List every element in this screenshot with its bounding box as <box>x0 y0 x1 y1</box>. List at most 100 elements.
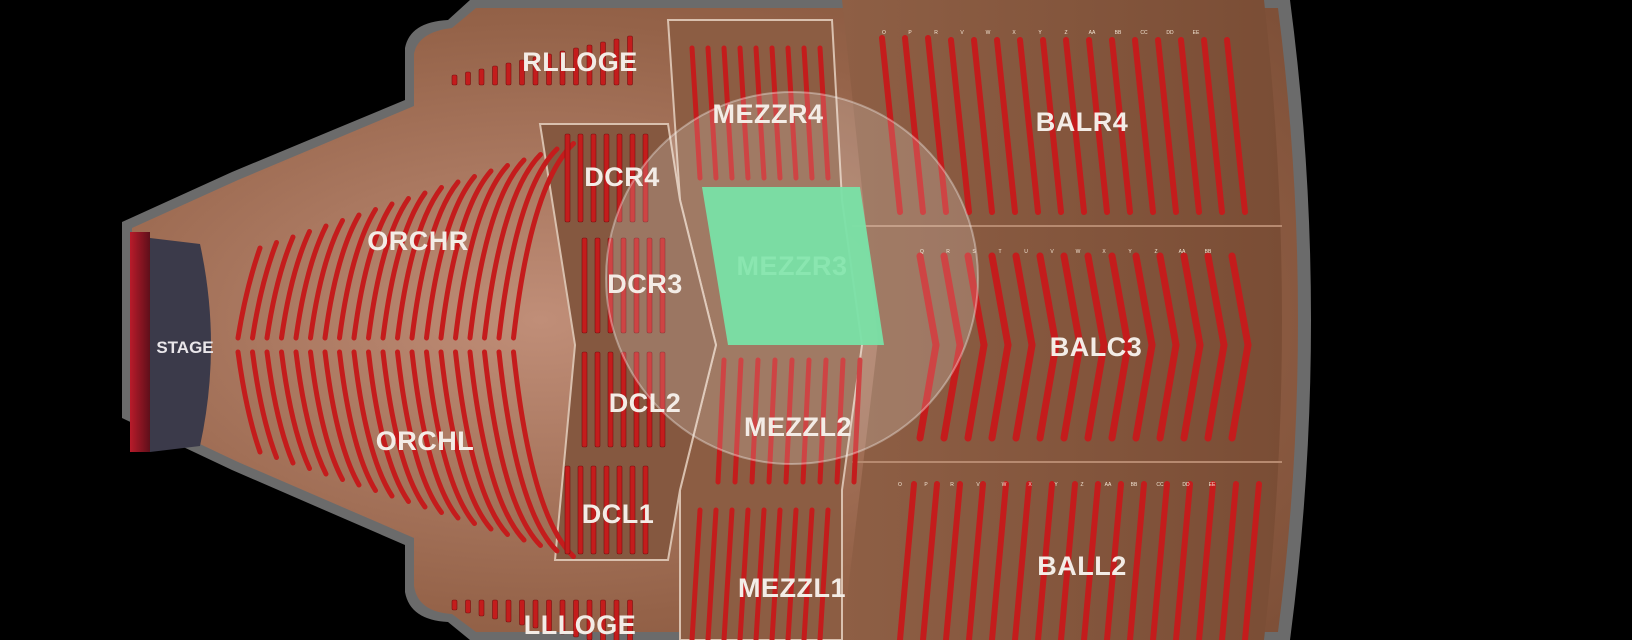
seat-row-balc3[interactable] <box>1228 252 1252 349</box>
seat-row-orchr[interactable] <box>264 234 296 341</box>
seat-row-orchr[interactable] <box>496 146 560 341</box>
seat-row-balc3[interactable] <box>1228 341 1252 442</box>
seat-row-balr4[interactable] <box>925 35 949 215</box>
seat-row-dcr3[interactable] <box>646 237 653 334</box>
seat-row-orchl[interactable] <box>496 349 560 554</box>
seat-row-orchl[interactable] <box>308 349 345 482</box>
seat-row-mezzl1[interactable] <box>737 507 751 640</box>
seat-row-mezzr4[interactable] <box>753 45 767 181</box>
seat-row-balc3[interactable] <box>1108 252 1132 349</box>
seat-row-mezzl2[interactable] <box>749 357 761 485</box>
seat-row-balc3[interactable] <box>1084 341 1108 442</box>
seat-row-dcr3[interactable] <box>581 237 588 334</box>
seat-row-ball2[interactable] <box>989 481 1009 640</box>
seat-row-ball2[interactable] <box>1058 481 1078 640</box>
seat-row-dcl1[interactable] <box>642 465 649 555</box>
seat-row-balr4[interactable] <box>879 35 903 215</box>
seat-row-orchl[interactable] <box>235 349 263 455</box>
seat-row-ball2[interactable] <box>1035 481 1055 640</box>
seat-row-orchl[interactable] <box>264 349 296 466</box>
seat-row-mezzr4[interactable] <box>769 45 783 181</box>
seat-row-llloge[interactable] <box>492 599 498 620</box>
seat-row-mezzl1[interactable] <box>753 507 767 640</box>
seat-row-orchl[interactable] <box>453 349 510 537</box>
seat-row-dcr4[interactable] <box>629 133 636 223</box>
seat-row-llloge[interactable] <box>465 599 471 614</box>
seat-row-ball2[interactable] <box>943 481 963 640</box>
seat-row-dcl1[interactable] <box>629 465 636 555</box>
seat-row-ball2[interactable] <box>1196 481 1216 640</box>
seat-row-mezzl1[interactable] <box>785 507 799 640</box>
seat-row-mezzr4[interactable] <box>689 45 703 181</box>
seat-row-orchr[interactable] <box>250 240 279 341</box>
seat-row-rlloge[interactable] <box>505 62 512 86</box>
seat-row-balc3[interactable] <box>1156 341 1180 442</box>
seat-row-mezzr4[interactable] <box>801 45 815 181</box>
seat-row-dcr3[interactable] <box>659 237 666 334</box>
seat-row-balc3[interactable] <box>1012 252 1036 349</box>
seat-row-orchr[interactable] <box>293 223 329 341</box>
seat-row-rlloge[interactable] <box>586 44 593 86</box>
seat-row-balc3[interactable] <box>1036 252 1060 349</box>
seat-row-balc3[interactable] <box>988 252 1012 349</box>
seat-row-balc3[interactable] <box>1060 341 1084 442</box>
seat-row-llloge[interactable] <box>613 599 620 640</box>
seat-row-dcr3[interactable] <box>633 237 640 334</box>
seat-row-balr4[interactable] <box>1155 37 1179 215</box>
seat-row-rlloge[interactable] <box>532 56 539 86</box>
seat-row-rlloge[interactable] <box>492 65 498 86</box>
seat-row-mezzl1[interactable] <box>705 507 719 640</box>
seat-row-mezzl2[interactable] <box>817 357 829 485</box>
seat-row-ball2[interactable] <box>1150 481 1170 640</box>
seat-row-orchr[interactable] <box>235 245 263 341</box>
seat-row-llloge[interactable] <box>573 599 579 638</box>
seat-row-ball2[interactable] <box>897 481 917 640</box>
seat-row-llloge[interactable] <box>600 599 606 640</box>
seat-row-rlloge[interactable] <box>478 68 485 86</box>
seat-row-dcl1[interactable] <box>603 465 610 555</box>
seat-row-orchr[interactable] <box>453 163 510 341</box>
seat-row-llloge[interactable] <box>519 599 525 626</box>
seat-row-mezzl1[interactable] <box>801 507 815 640</box>
seat-row-balr4[interactable] <box>971 37 995 215</box>
seat-row-ball2[interactable] <box>1081 481 1101 640</box>
seat-row-orchl[interactable] <box>250 349 279 460</box>
seat-row-rlloge[interactable] <box>600 41 606 86</box>
seat-row-balc3[interactable] <box>1204 341 1228 442</box>
seat-row-orchl[interactable] <box>351 349 395 499</box>
seat-row-orchr[interactable] <box>279 229 312 341</box>
seat-row-orchr[interactable] <box>511 141 576 341</box>
seat-row-orchr[interactable] <box>438 168 494 341</box>
seat-row-mezzl1[interactable] <box>817 507 831 640</box>
seat-row-ball2[interactable] <box>1242 481 1262 640</box>
seat-row-llloge[interactable] <box>451 599 458 611</box>
seat-row-dcl2[interactable] <box>659 351 666 448</box>
seat-row-orchl[interactable] <box>380 349 428 510</box>
seat-row-mezzl2[interactable] <box>766 357 778 485</box>
seat-row-dcl1[interactable] <box>616 465 623 555</box>
seat-row-orchl[interactable] <box>482 349 543 548</box>
seat-row-orchr[interactable] <box>409 179 461 341</box>
section-mezzr3[interactable]: MEZZR3 <box>702 187 884 345</box>
seat-row-orchr[interactable] <box>337 207 378 341</box>
seat-row-balc3[interactable] <box>1132 341 1156 442</box>
seat-row-dcl1[interactable] <box>564 465 571 555</box>
seat-row-rlloge[interactable] <box>627 35 633 86</box>
seat-row-mezzl1[interactable] <box>769 507 783 640</box>
seat-row-dcl1[interactable] <box>590 465 597 555</box>
seat-row-mezzr4[interactable] <box>737 45 751 181</box>
seat-row-orchl[interactable] <box>438 349 494 532</box>
seat-row-dcl2[interactable] <box>594 351 601 448</box>
seat-row-balc3[interactable] <box>1132 252 1156 349</box>
seat-row-rlloge[interactable] <box>613 38 620 86</box>
seat-row-ball2[interactable] <box>966 481 986 640</box>
seat-row-ball2[interactable] <box>1127 481 1147 640</box>
seat-row-balc3[interactable] <box>916 341 940 442</box>
seat-row-balr4[interactable] <box>1201 37 1225 215</box>
seat-row-balr4[interactable] <box>1109 37 1133 215</box>
seat-row-mezzr4[interactable] <box>721 45 735 181</box>
seat-row-rlloge[interactable] <box>573 47 579 86</box>
seat-row-balr4[interactable] <box>948 37 972 215</box>
seat-row-balc3[interactable] <box>988 341 1012 442</box>
seat-row-llloge[interactable] <box>505 599 512 623</box>
